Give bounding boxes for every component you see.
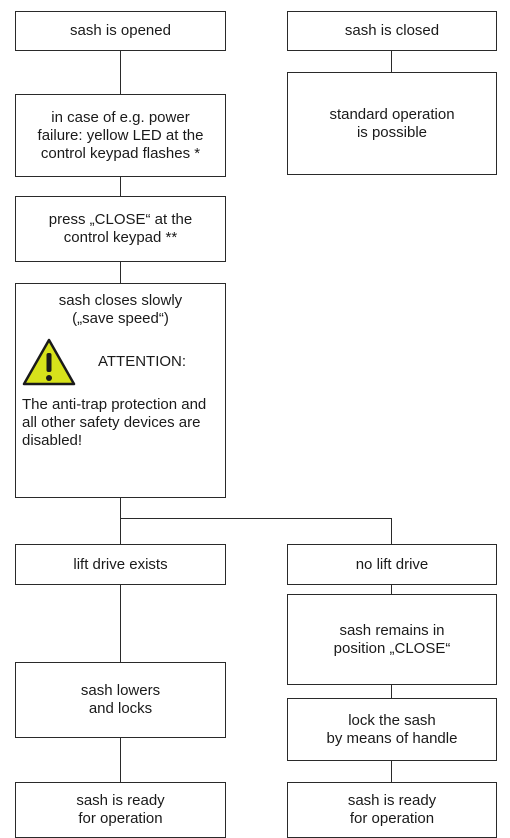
- connector-line: [120, 261, 121, 283]
- press-close-line-1: press „CLOSE“ at the: [48, 211, 193, 228]
- branch-line: [120, 518, 391, 519]
- connector-line: [391, 584, 392, 594]
- no-lift-drive-text: no lift drive: [355, 555, 429, 573]
- sash-ready-box-left: sash is ready for operation: [15, 782, 226, 838]
- standard-operation-line-1: standard operation: [329, 105, 455, 123]
- attention-row: ATTENTION:: [22, 338, 225, 386]
- press-close-box: press „CLOSE“ at the control keypad **: [15, 196, 226, 262]
- connector-line: [391, 518, 392, 544]
- ready-left-line-1: sash is ready: [76, 792, 165, 809]
- press-close-line-2: control keypad **: [63, 229, 178, 246]
- connector-line: [120, 584, 121, 662]
- connector-line: [120, 737, 121, 782]
- power-failure-box: in case of e.g. power failure: yellow LE…: [15, 94, 226, 177]
- ready-right-line-1: sash is ready: [347, 792, 437, 809]
- sash-remains-box: sash remains in position „CLOSE“: [287, 594, 497, 685]
- connector-line: [120, 176, 121, 196]
- attention-text-line-3: disabled!: [22, 432, 83, 449]
- standard-operation-box: standard operation is possible: [287, 72, 497, 175]
- power-failure-line-3: control keypad flashes *: [40, 144, 201, 162]
- sash-closes-slowly-box: sash closes slowly („save speed“) ATTENT…: [15, 283, 226, 498]
- attention-text-line-2: all other safety devices are: [22, 414, 201, 431]
- lock-sash-box: lock the sash by means of handle: [287, 698, 497, 761]
- power-failure-line-1: in case of e.g. power: [51, 108, 190, 126]
- connector-line: [391, 760, 392, 782]
- sash-opened-box: sash is opened: [15, 11, 226, 51]
- remains-line-2: position „CLOSE“: [333, 639, 451, 657]
- attention-label: ATTENTION:: [98, 353, 187, 370]
- connector-line: [391, 684, 392, 698]
- power-failure-line-2: failure: yellow LED at the: [37, 126, 204, 144]
- warning-triangle-icon: [22, 338, 76, 386]
- lift-drive-exists-box: lift drive exists: [15, 544, 226, 585]
- lowers-line-1: sash lowers: [80, 682, 161, 699]
- ready-left-line-2: for operation: [78, 810, 163, 827]
- lock-line-2: by means of handle: [326, 729, 458, 747]
- sash-ready-box-right: sash is ready for operation: [287, 782, 497, 838]
- remains-line-1: sash remains in: [339, 621, 445, 639]
- ready-right-line-2: for operation: [349, 810, 435, 827]
- connector-line: [120, 50, 121, 94]
- sash-opened-text: sash is opened: [70, 22, 171, 39]
- connector-line: [391, 50, 392, 72]
- closes-slowly-line-2: („save speed“): [72, 310, 169, 327]
- standard-operation-line-2: is possible: [356, 123, 428, 141]
- sash-lowers-box: sash lowers and locks: [15, 662, 226, 738]
- attention-text: The anti-trap protection and all other s…: [16, 396, 225, 450]
- sash-closed-text: sash is closed: [344, 22, 440, 39]
- closes-slowly-line-1: sash closes slowly: [58, 292, 183, 309]
- lock-line-1: lock the sash: [348, 711, 436, 729]
- no-lift-drive-box: no lift drive: [287, 544, 497, 585]
- sash-closed-box: sash is closed: [287, 11, 497, 51]
- attention-text-line-1: The anti-trap protection and: [22, 396, 207, 413]
- connector-line: [120, 497, 121, 518]
- lowers-line-2: and locks: [88, 700, 153, 717]
- lift-drive-exists-text: lift drive exists: [73, 555, 168, 573]
- connector-line: [120, 518, 121, 544]
